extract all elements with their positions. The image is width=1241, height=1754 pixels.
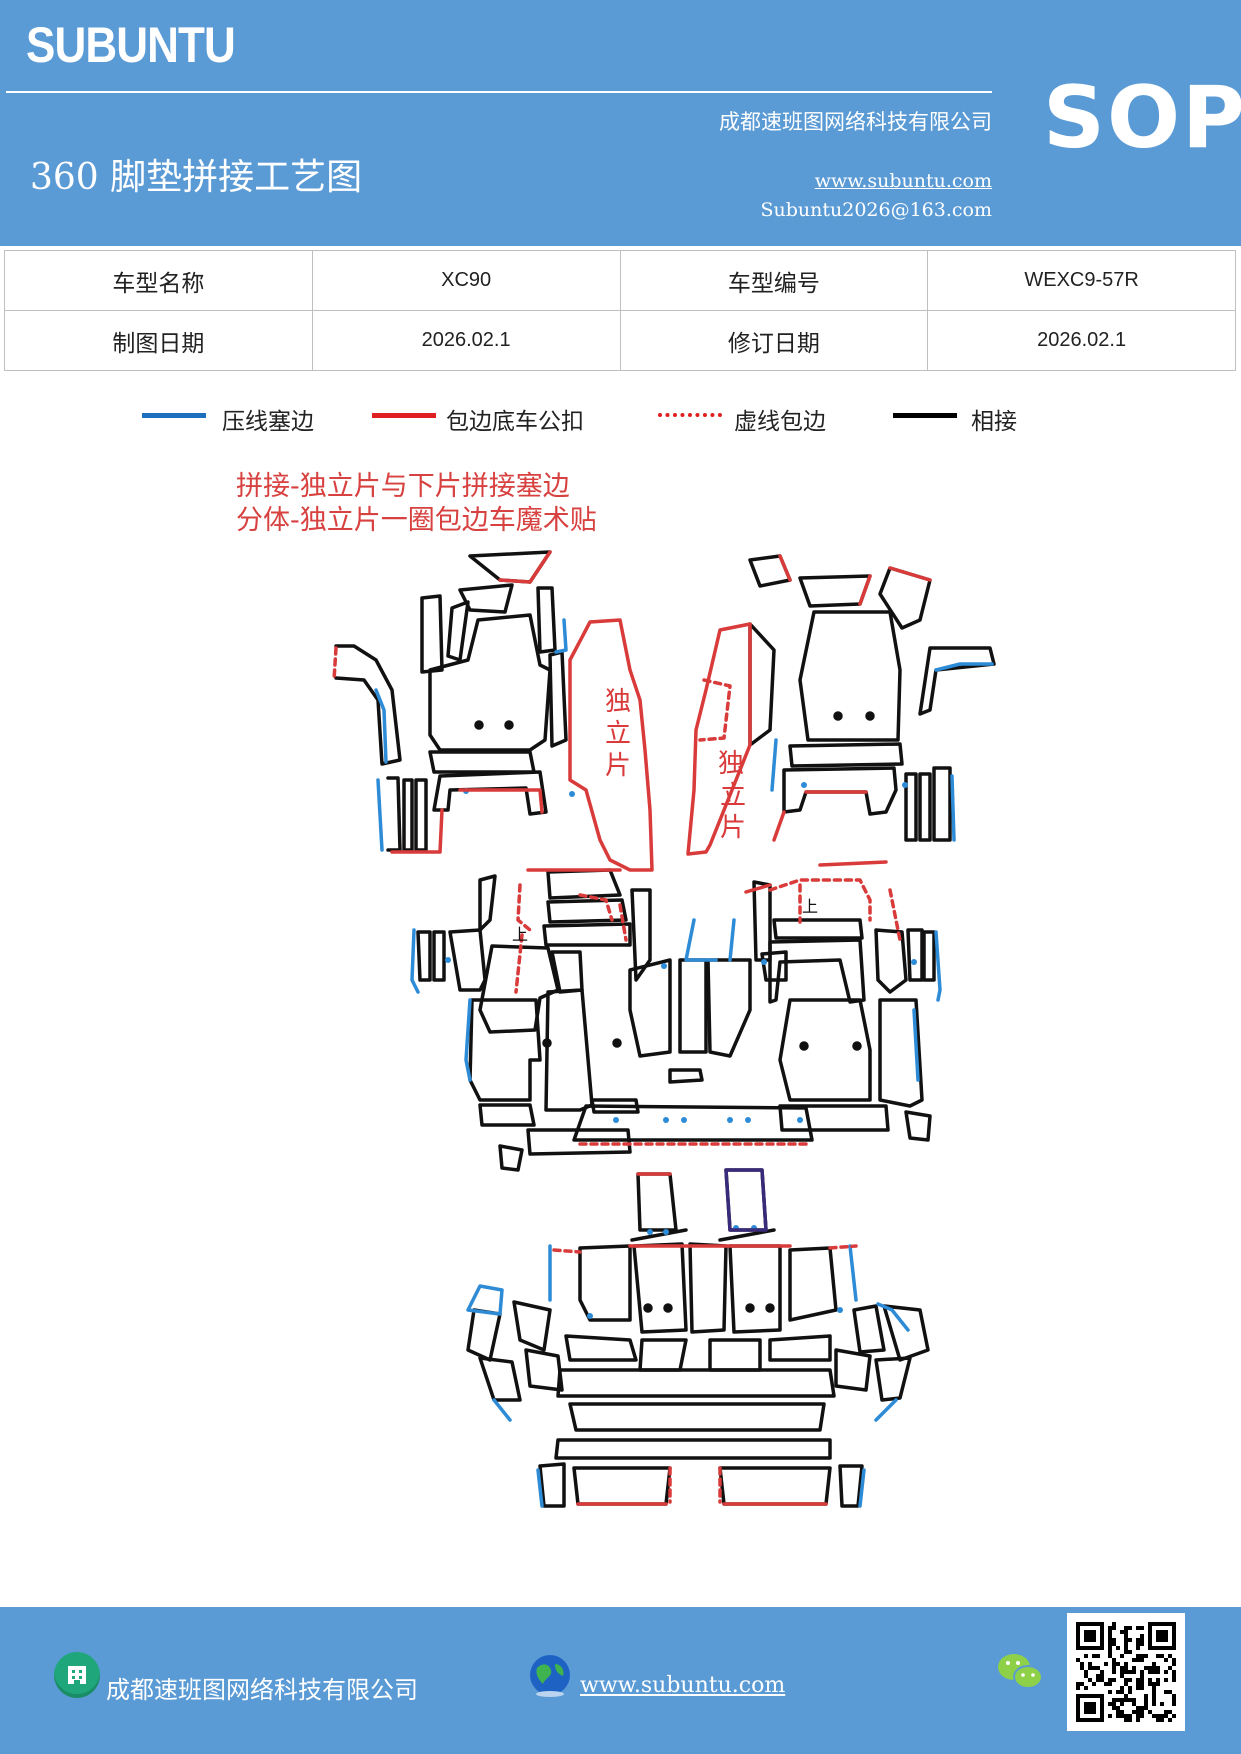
second-row-panel-group <box>416 868 936 1172</box>
header-divider <box>6 91 992 93</box>
legend-swatch <box>658 413 722 417</box>
draw-date-value: 2026.02.1 <box>311 310 621 371</box>
header-email: Subuntu2026@163.com <box>760 199 992 221</box>
sop-badge: SOP <box>1043 68 1241 168</box>
front-left-panel-group <box>334 550 575 852</box>
globe-icon <box>527 1652 573 1698</box>
legend-label: 压线塞边 <box>222 409 314 435</box>
right-piece-label-2: 立 <box>720 781 746 811</box>
legend-label: 虚线包边 <box>734 409 826 435</box>
legend-swatch <box>142 413 206 418</box>
brand-logo: SUBUNTU <box>26 17 236 73</box>
second-row-strip <box>572 1104 814 1142</box>
second-row-dashed-edges <box>514 878 902 994</box>
building-icon <box>54 1652 100 1698</box>
line-legend: 压线塞边 包边底车公扣 虚线包边 相接 <box>0 402 1241 442</box>
page-title: 360 脚垫拼接工艺图 <box>30 157 363 198</box>
revision-date-value: 2026.02.1 <box>927 310 1236 371</box>
third-row-panel-group <box>466 1168 930 1508</box>
wechat-icon <box>996 1651 1044 1693</box>
second-row-press-edges <box>410 918 942 1082</box>
second-row-up-marker-right: 上 <box>802 897 818 916</box>
vehicle-info-table: 车型名称 XC90 车型编号 WEXC9-57R 制图日期 2026.02.1 … <box>4 250 1236 371</box>
third-row-dashed-edges <box>552 1244 858 1504</box>
left-piece-label-1: 独 <box>605 687 631 717</box>
third-row-headrest-outline <box>724 1168 768 1232</box>
second-row-binding-edges <box>526 860 888 894</box>
second-row-strip-clips <box>613 1117 803 1123</box>
legend-label: 相接 <box>971 409 1017 435</box>
diagram-note: 拼接-独立片与下片拼接塞边 分体-独立片一圈包边车魔术贴 <box>236 470 597 538</box>
model-name-label: 车型名称 <box>4 250 313 311</box>
front-right-binding-edges <box>772 554 932 842</box>
header-website-link[interactable]: www.subuntu.com <box>814 170 992 192</box>
header-company-name: 成都速班图网络科技有限公司 <box>719 110 992 134</box>
legend-swatch <box>372 413 436 418</box>
right-piece-label-3: 片 <box>720 813 746 843</box>
front-right-panel-group <box>748 554 996 842</box>
right-piece-dashed-edge <box>698 678 732 742</box>
table-row: 车型名称 XC90 车型编号 WEXC9-57R <box>4 250 1236 311</box>
floor-mat-pattern-diagram: 独 立 片 独 立 片 <box>332 550 996 1508</box>
footer-company-name: 成都速班图网络科技有限公司 <box>106 1676 418 1704</box>
left-piece-label-2: 立 <box>605 719 631 749</box>
left-piece-label-3: 片 <box>605 751 631 781</box>
page-footer: 成都速班图网络科技有限公司 www.subuntu.com <box>0 1607 1241 1754</box>
left-independent-piece <box>568 618 654 872</box>
third-row-press-edges <box>466 1244 910 1508</box>
draw-date-label: 制图日期 <box>4 310 313 371</box>
front-left-binding-edges <box>390 550 552 854</box>
note-line-split: 分体-独立片一圈包边车魔术贴 <box>236 505 597 536</box>
third-row-binding-edges <box>576 1172 828 1506</box>
model-name-value: XC90 <box>311 250 621 311</box>
right-independent-piece <box>686 622 752 856</box>
footer-website-link[interactable]: www.subuntu.com <box>580 1673 786 1698</box>
legend-label: 包边底车公扣 <box>446 409 584 435</box>
revision-date-label: 修订日期 <box>619 310 929 371</box>
model-code-label: 车型编号 <box>619 250 929 311</box>
front-left-press-edges <box>374 618 568 852</box>
front-right-press-edges <box>770 662 994 842</box>
second-row-up-marker-left: 上 <box>512 925 528 944</box>
front-left-dashed-edge <box>332 646 338 682</box>
legend-swatch <box>893 413 957 418</box>
note-line-splice: 拼接-独立片与下片拼接塞边 <box>236 471 570 502</box>
model-code-value: WEXC9-57R <box>927 250 1236 311</box>
table-row: 制图日期 2026.02.1 修订日期 2026.02.1 <box>4 310 1236 371</box>
page-header: SUBUNTU 360 脚垫拼接工艺图 成都速班图网络科技有限公司 www.su… <box>0 0 1241 246</box>
right-piece-label-1: 独 <box>718 749 744 779</box>
qr-code-icon <box>1067 1613 1185 1731</box>
